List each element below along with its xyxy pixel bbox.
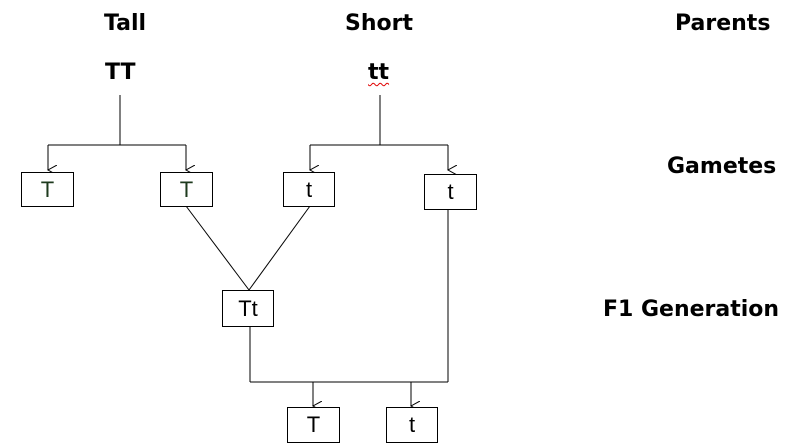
f1-row-label: F1 Generation: [603, 297, 780, 322]
gamete-3-to-f1: [248, 205, 311, 291]
gamete-box-1: T: [21, 172, 74, 207]
f1-gamete-box-2: t: [386, 407, 438, 443]
gamete-box-2: T: [160, 172, 213, 207]
short-label: Short: [345, 11, 413, 36]
tall-label: Tall: [104, 11, 147, 36]
gamete-box-3: t: [283, 172, 335, 207]
gamete-2-to-f1: [185, 205, 250, 291]
short-genotype: tt: [368, 62, 389, 84]
f1-genotype-box: Tt: [222, 290, 274, 327]
f1-gamete-box-1: T: [287, 407, 340, 443]
gamete-box-4: t: [424, 174, 477, 210]
tall-genotype: TT: [105, 60, 136, 85]
short-genotype-text: tt: [368, 60, 390, 85]
parents-row-label: Parents: [675, 11, 771, 36]
gametes-row-label: Gametes: [667, 154, 777, 179]
